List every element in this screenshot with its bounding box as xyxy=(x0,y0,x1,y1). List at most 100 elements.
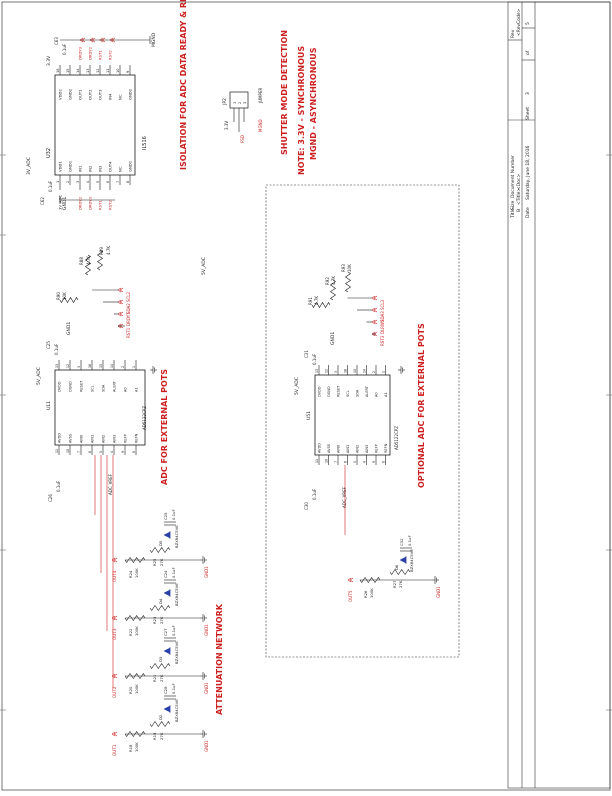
tb-of-value: 5 xyxy=(525,22,531,25)
adc-pin-top-label: A0 xyxy=(124,387,128,392)
adc-net-label: SDA3 xyxy=(380,311,385,322)
adc2-cap2: C30 xyxy=(304,502,309,510)
adc-pin-bottom-num: 4 xyxy=(110,451,114,453)
iso-pin-right-label: OUT1 xyxy=(78,89,83,100)
atten-cap-val: 0.1uF xyxy=(171,509,176,520)
adc-pin-bottom-num: 6 xyxy=(88,451,92,453)
atten-gnd-symbol xyxy=(200,614,207,622)
adc-pin-bottom-num: 8 xyxy=(382,461,386,463)
iso-net-right: RST2 xyxy=(108,50,113,60)
iso-pin-right-num: 14 xyxy=(76,68,80,73)
atten-diode-ref: D6 xyxy=(394,564,399,570)
atten-cap-val: 0.1uF xyxy=(171,625,176,636)
adc-pin-bottom-num: 9 xyxy=(121,451,125,453)
jumper-jp2: JP2 JUMPER 1 2 3 3.3V FSD MGND xyxy=(222,88,263,143)
atten-out-label: OUT4 xyxy=(112,570,117,582)
adc1-cap2-val: 0.1uF xyxy=(56,480,61,492)
adc1-part: AD5122CPZ xyxy=(142,406,147,430)
adc1-ref: U11 xyxy=(46,401,52,410)
adc-pin-top-num: 15 xyxy=(99,364,103,368)
adc1-supply: 5V_ADC xyxy=(36,367,42,385)
adc1-res2-val: 4.7K xyxy=(106,246,111,255)
adc1-cap1: C25 xyxy=(46,341,51,349)
adc1-res1: R88 xyxy=(79,257,84,265)
iso-net-right-arrow xyxy=(79,37,86,43)
atten-res1-val: 100K xyxy=(134,568,139,578)
atten-gnd-label: GND1 xyxy=(204,624,209,636)
atten-out-arrow xyxy=(111,557,118,563)
adc-net-arrow xyxy=(371,331,378,337)
adc2-res3-symbol xyxy=(311,301,331,309)
adc-net-label: DLRW3 xyxy=(380,319,385,334)
adc-pin-bottom-num: 8 xyxy=(132,451,136,453)
adc-pin-bottom-num: 5 xyxy=(353,461,357,463)
iso-pin-left-label: VDD1 xyxy=(58,161,63,172)
adc1-supply-right: 5V_ADC xyxy=(201,257,207,275)
atten-diode-val: BZX84C5V6 xyxy=(174,583,179,606)
adc-u11: U11 AD5122CPZ 5V_ADC GND1 5V_ADC C25 0.1… xyxy=(36,246,207,502)
adc1-res1-val: 4.7K xyxy=(86,256,91,265)
atten-diode-symbol xyxy=(163,705,171,713)
adc-pin-bottom-num: 6 xyxy=(344,461,348,463)
atten-diode-symbol xyxy=(399,556,407,564)
atten-diode-symbol xyxy=(163,647,171,655)
atten-diode-val: BZX84C5V6 xyxy=(174,641,179,664)
adc-pin-bottom-num: 10 xyxy=(325,459,329,463)
adc-pin-top-label: RESET xyxy=(337,385,341,397)
atten-out-label: OUT1 xyxy=(112,744,117,756)
atten-gnd-label: GND1 xyxy=(204,566,209,578)
isolator-cap-right-val: 0.1uF xyxy=(62,43,67,55)
adc-pin-top-num: 13 xyxy=(55,364,59,368)
adc-pin-bottom-label: AVDD xyxy=(318,443,322,453)
adc2-res3-val: 10K xyxy=(347,264,352,272)
adc-net-label: SCL3 xyxy=(380,299,385,310)
atten-gnd-symbol xyxy=(200,672,207,680)
atten-out-arrow xyxy=(111,731,118,737)
adc-pin-top-label: DVDD xyxy=(58,381,62,392)
adc1-res3: R90 xyxy=(56,292,61,300)
adc-pin-bottom-label: AIN0 xyxy=(80,435,84,443)
iso-net-left: RST1 xyxy=(98,200,103,210)
title-isolation: ISOLATION FOR ADC DATA READY & RESET xyxy=(179,0,188,170)
adc2-vref: ADC_VREF xyxy=(342,486,347,508)
adc-pin-top-label: A1 xyxy=(135,387,139,392)
adc-pin-top-num: 13 xyxy=(315,369,319,373)
adc-pin-top-num: 12 xyxy=(66,364,70,368)
adc-pin-bottom-label: AVSS xyxy=(69,433,73,443)
atten-res2-symbol xyxy=(149,604,171,612)
adc2-ref: U51 xyxy=(306,411,312,420)
optional-adc-frame xyxy=(265,184,460,658)
adc2-res2-symbol xyxy=(344,271,352,293)
iso-pin-right-label: OUT2 xyxy=(88,89,93,100)
jumper-pin-1: 1 xyxy=(233,102,237,104)
adc-pin-bottom-label: AVSS xyxy=(327,443,331,453)
iso-net-right: RST1 xyxy=(98,50,103,60)
tb-size-label: Size xyxy=(510,201,516,210)
adc-pin-bottom-label: AIN1 xyxy=(346,445,350,453)
iso-pin-left-label: IN3 xyxy=(98,165,103,172)
atten-res1-ref: R22 xyxy=(128,628,133,636)
atten-cap-val: 0.1uF xyxy=(407,535,412,546)
adc-pin-bottom-label: REFP xyxy=(375,444,379,453)
tb-docnum-value: <Doc> xyxy=(516,174,522,190)
adc-net-arrow xyxy=(117,299,124,305)
adc-pin-top-num: 1 xyxy=(382,371,386,373)
atten-out-arrow xyxy=(111,615,118,621)
atten-res2-ref: R19 xyxy=(152,732,157,740)
isolator-u32: VDD11GND12IN13IN24IN35OUT46NC7GND18VDD21… xyxy=(26,32,157,210)
tb-docnum-label: Document Number xyxy=(510,155,516,198)
adc-pin-top-num: 14 xyxy=(110,364,114,368)
adc2-res2: R92 xyxy=(325,277,330,285)
title-adc-ext: ADC FOR EXTERNAL POTS xyxy=(160,369,169,485)
adc1-vref: ADC_VREF xyxy=(108,473,113,495)
adc2-supply: 5V_ADC xyxy=(294,377,300,395)
atten-diode-val: BZX84C5V6 xyxy=(174,699,179,722)
adc1-gnd-symbol xyxy=(150,366,157,374)
iso-pin-left-num: 7 xyxy=(116,181,120,183)
adc-pin-top-num: 16 xyxy=(344,369,348,373)
iso-pin-left-label: GND1 xyxy=(68,160,73,172)
atten-res1-ref: R26 xyxy=(363,590,368,598)
atten-out-arrow xyxy=(347,577,354,583)
